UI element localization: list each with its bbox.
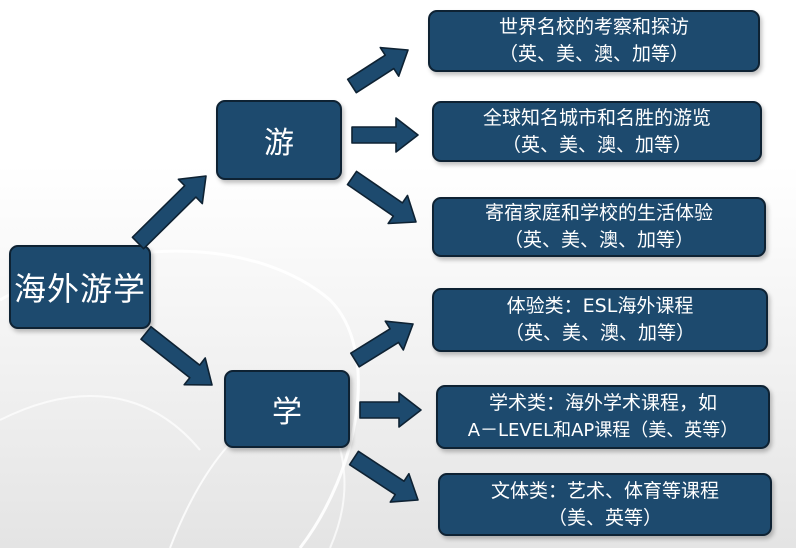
root-node: 海外游学 (9, 245, 151, 329)
leaf-node-city-tour: 全球知名城市和名胜的游览 （英、美、澳、加等） (432, 101, 762, 162)
leaf-node-homestay: 寄宿家庭和学校的生活体验 （英、美、澳、加等） (432, 197, 766, 257)
arrow-you-to-leaf2 (351, 117, 419, 153)
arrow-xue-to-leaf3 (348, 450, 419, 503)
arrow-you-to-leaf3 (346, 170, 417, 225)
leaf-node-school-visit: 世界名校的考察和探访 （英、美、澳、加等） (428, 10, 760, 72)
leaf-line1: 文体类：艺术、体育等课程 (490, 479, 719, 502)
leaf-line1: 寄宿家庭和学校的生活体验 (484, 202, 713, 224)
leaf-line2: （美、英等） (547, 506, 662, 529)
leaf-line2: （英、美、澳、加等） (504, 322, 695, 344)
arrow-root-to-you (131, 175, 207, 250)
leaf-line1: 体验类：ESL海外课程 (506, 295, 694, 317)
arrow-xue-to-leaf1 (349, 320, 414, 368)
leaf-node-esl: 体验类：ESL海外课程 （英、美、澳、加等） (432, 288, 768, 352)
root-label: 海外游学 (13, 270, 146, 308)
leaf-line2: A－LEVEL和AP课程（美、英等） (467, 420, 739, 441)
leaf-line1: 世界名校的考察和探访 (498, 16, 689, 38)
leaf-node-arts-sports: 文体类：艺术、体育等课程 （美、英等） (438, 473, 772, 536)
arrow-xue-to-leaf2 (359, 392, 422, 428)
leaf-line2: （英、美、澳、加等） (503, 229, 694, 251)
arrow-root-to-xue (140, 325, 213, 386)
branch-node-you: 游 (216, 100, 342, 180)
branch-label-xue: 学 (272, 395, 302, 430)
arrow-you-to-leaf1 (346, 46, 409, 94)
leaf-line1: 学术类：海外学术课程，如 (488, 392, 717, 414)
leaf-line2: （英、美、澳、加等） (498, 43, 689, 65)
leaf-line2: （英、美、澳、加等） (501, 133, 692, 156)
branch-label-you: 游 (264, 126, 294, 161)
leaf-node-academic: 学术类：海外学术课程，如 A－LEVEL和AP课程（美、英等） (436, 385, 770, 449)
branch-node-xue: 学 (224, 370, 350, 448)
leaf-line1: 全球知名城市和名胜的游览 (482, 106, 711, 129)
